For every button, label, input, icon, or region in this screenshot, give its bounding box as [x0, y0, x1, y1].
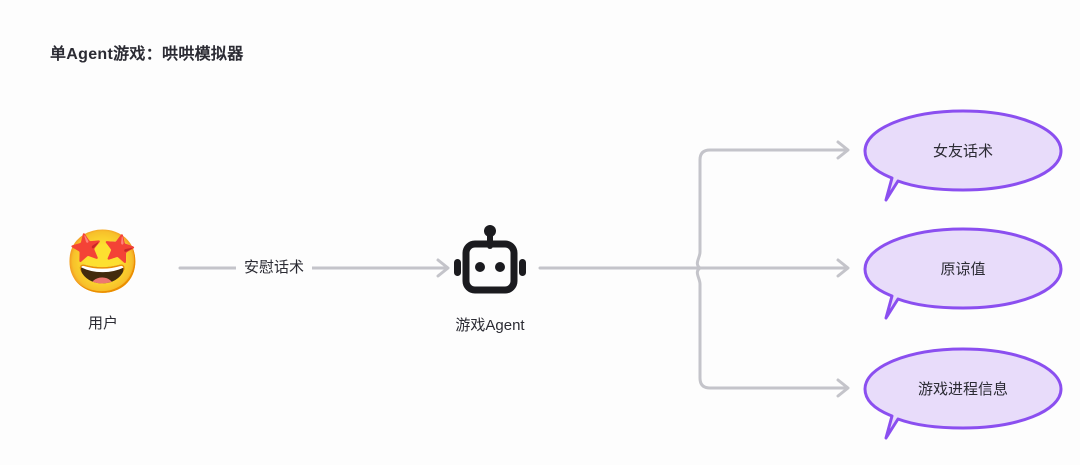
node-agent: 游戏Agent — [435, 222, 545, 335]
output-bubble: 游戏进程信息 — [862, 346, 1064, 446]
speech-bubble-shape — [863, 347, 1063, 440]
arrowhead-icon — [836, 140, 850, 160]
arrowhead-icon — [836, 258, 850, 278]
node-user: 🤩 用户 — [48, 228, 158, 333]
speech-bubble-shape — [863, 109, 1063, 202]
edge-user-to-agent — [178, 258, 450, 278]
user-emoji-icon: 🤩 — [64, 228, 142, 297]
speech-bubble-shape — [863, 227, 1063, 320]
output-bubble: 原谅值 — [862, 226, 1064, 326]
output-bubble: 女友话术 — [862, 108, 1064, 208]
node-agent-label: 游戏Agent — [455, 317, 525, 334]
arrowhead-icon — [836, 378, 850, 398]
branch-trunk — [688, 148, 847, 390]
branch-arrowheads — [836, 140, 850, 398]
robot-icon — [454, 225, 526, 294]
output-bubble-label: 游戏进程信息 — [917, 380, 1008, 398]
edge-label-comfort: 安慰话术 — [236, 256, 313, 277]
output-bubble-label: 原谅值 — [940, 260, 986, 278]
output-bubble-label: 女友话术 — [932, 142, 993, 160]
arrowhead-icon — [436, 258, 450, 278]
page-title: 单Agent游戏：哄哄模拟器 — [50, 46, 244, 63]
node-user-label: 用户 — [87, 315, 118, 332]
